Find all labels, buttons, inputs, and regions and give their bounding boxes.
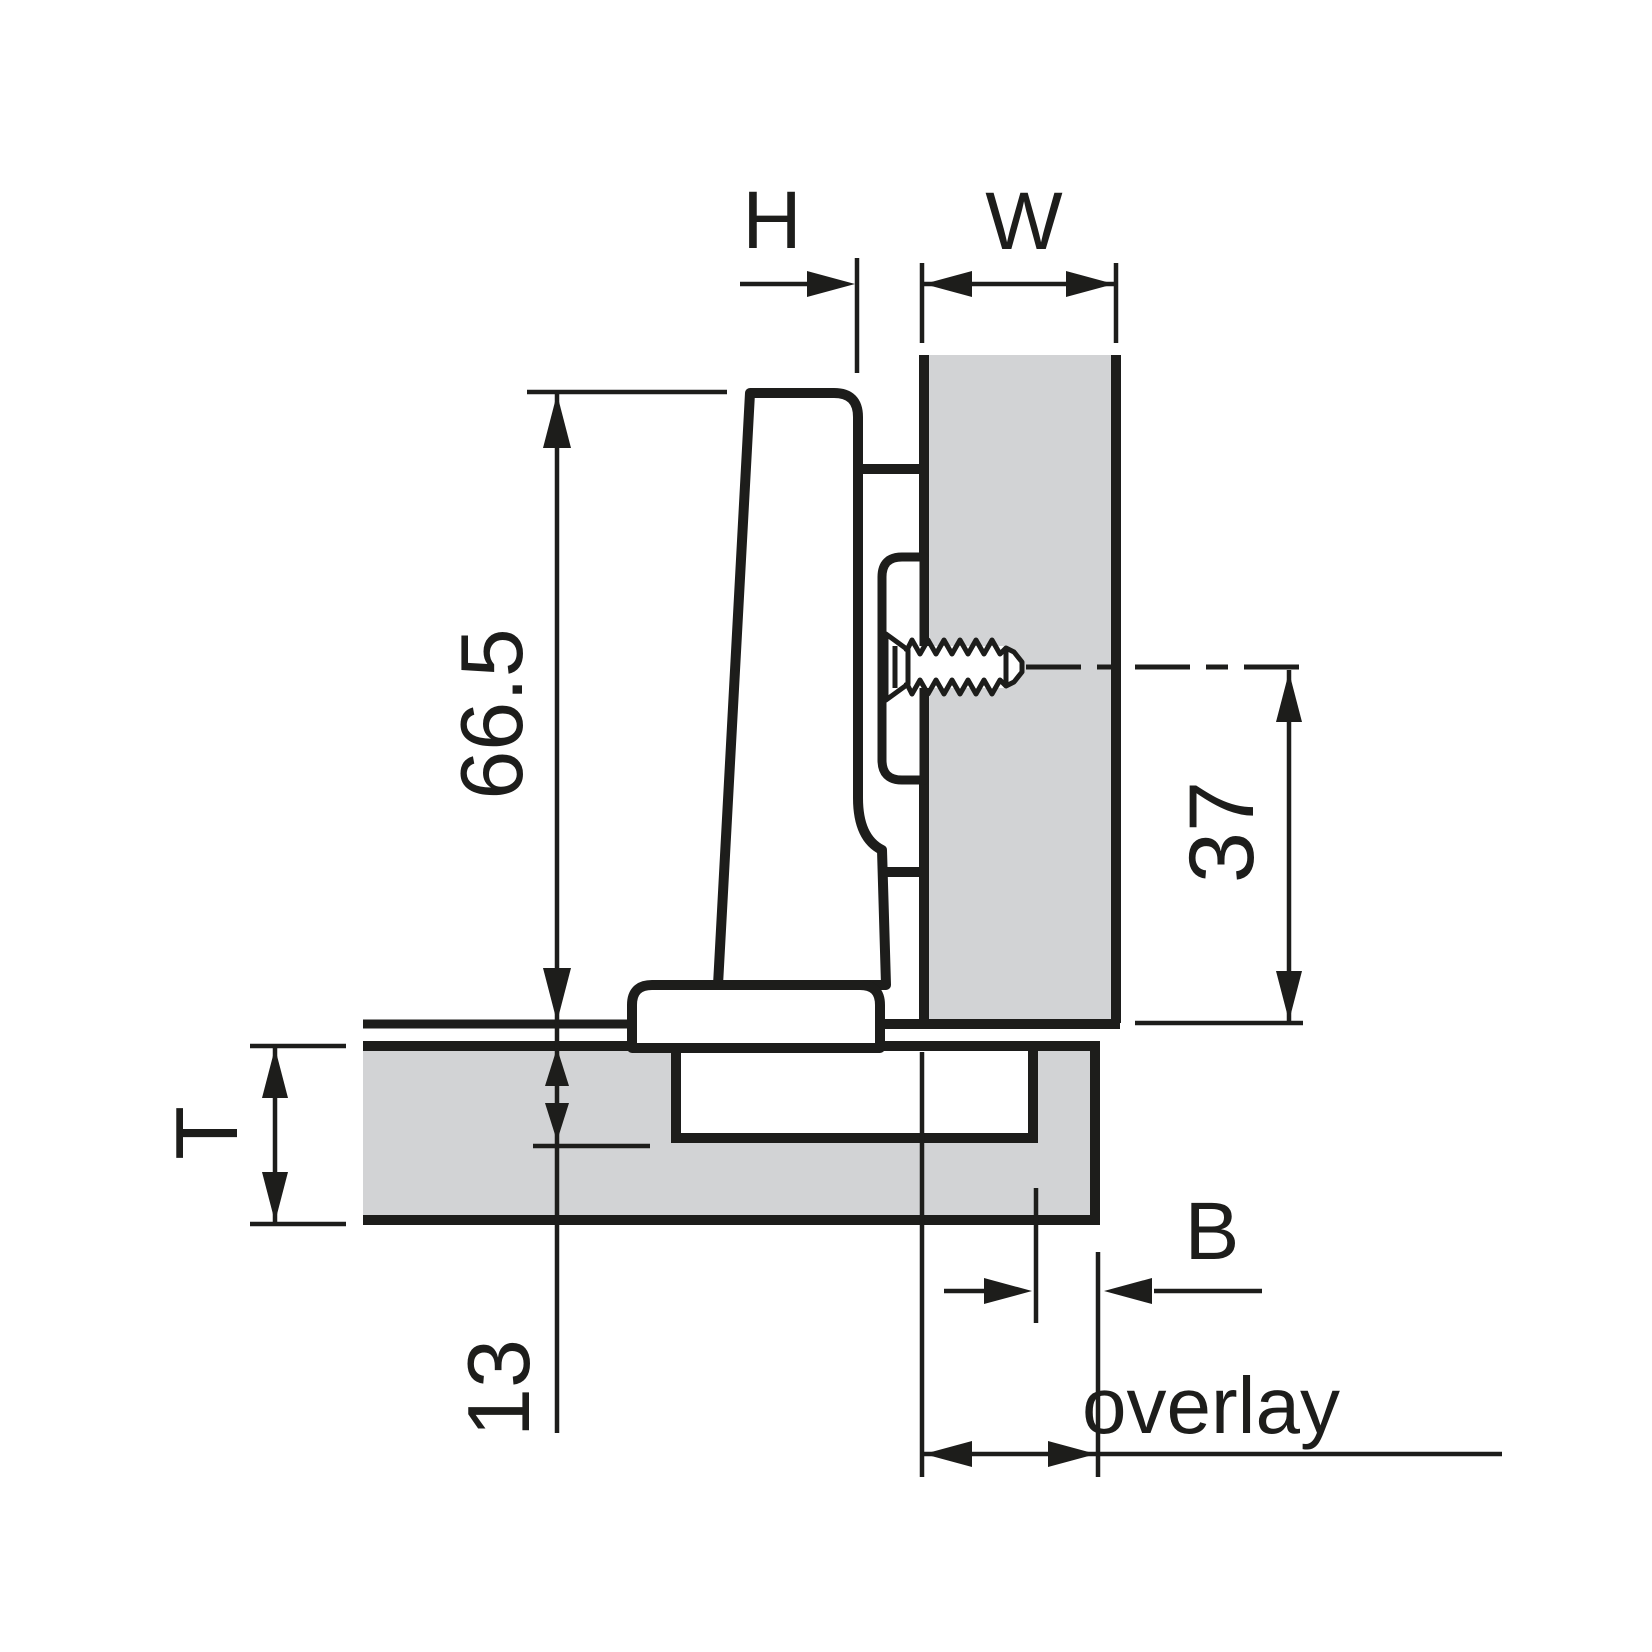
label-h: H [742, 175, 802, 266]
dimension-66-5 [527, 389, 727, 1433]
label-axis-distance: 37 [1171, 780, 1273, 884]
screw-tip [1003, 645, 1025, 689]
label-total-height: 66.5 [442, 628, 541, 800]
label-b: B [1184, 1186, 1240, 1277]
cup-bore-recess [681, 1051, 1028, 1138]
label-door-thickness: T [157, 1106, 256, 1160]
cabinet-panel [877, 355, 1121, 1029]
dimension-13 [533, 1048, 650, 1149]
dimension-h [740, 258, 860, 373]
hinge-cup-flange [627, 980, 885, 1053]
label-w: W [985, 176, 1063, 267]
hinge-arm [713, 388, 922, 990]
label-bore-depth: 13 [449, 1339, 548, 1437]
dimension-overlay [919, 1052, 1502, 1477]
dimension-t [250, 1043, 346, 1227]
dimension-w [919, 263, 1119, 343]
dimension-37 [1135, 670, 1303, 1026]
dimension-b [944, 1188, 1262, 1323]
door-panel [363, 1041, 1100, 1225]
mounting-screw [883, 631, 1025, 703]
label-overlay: overlay [1082, 1361, 1340, 1450]
